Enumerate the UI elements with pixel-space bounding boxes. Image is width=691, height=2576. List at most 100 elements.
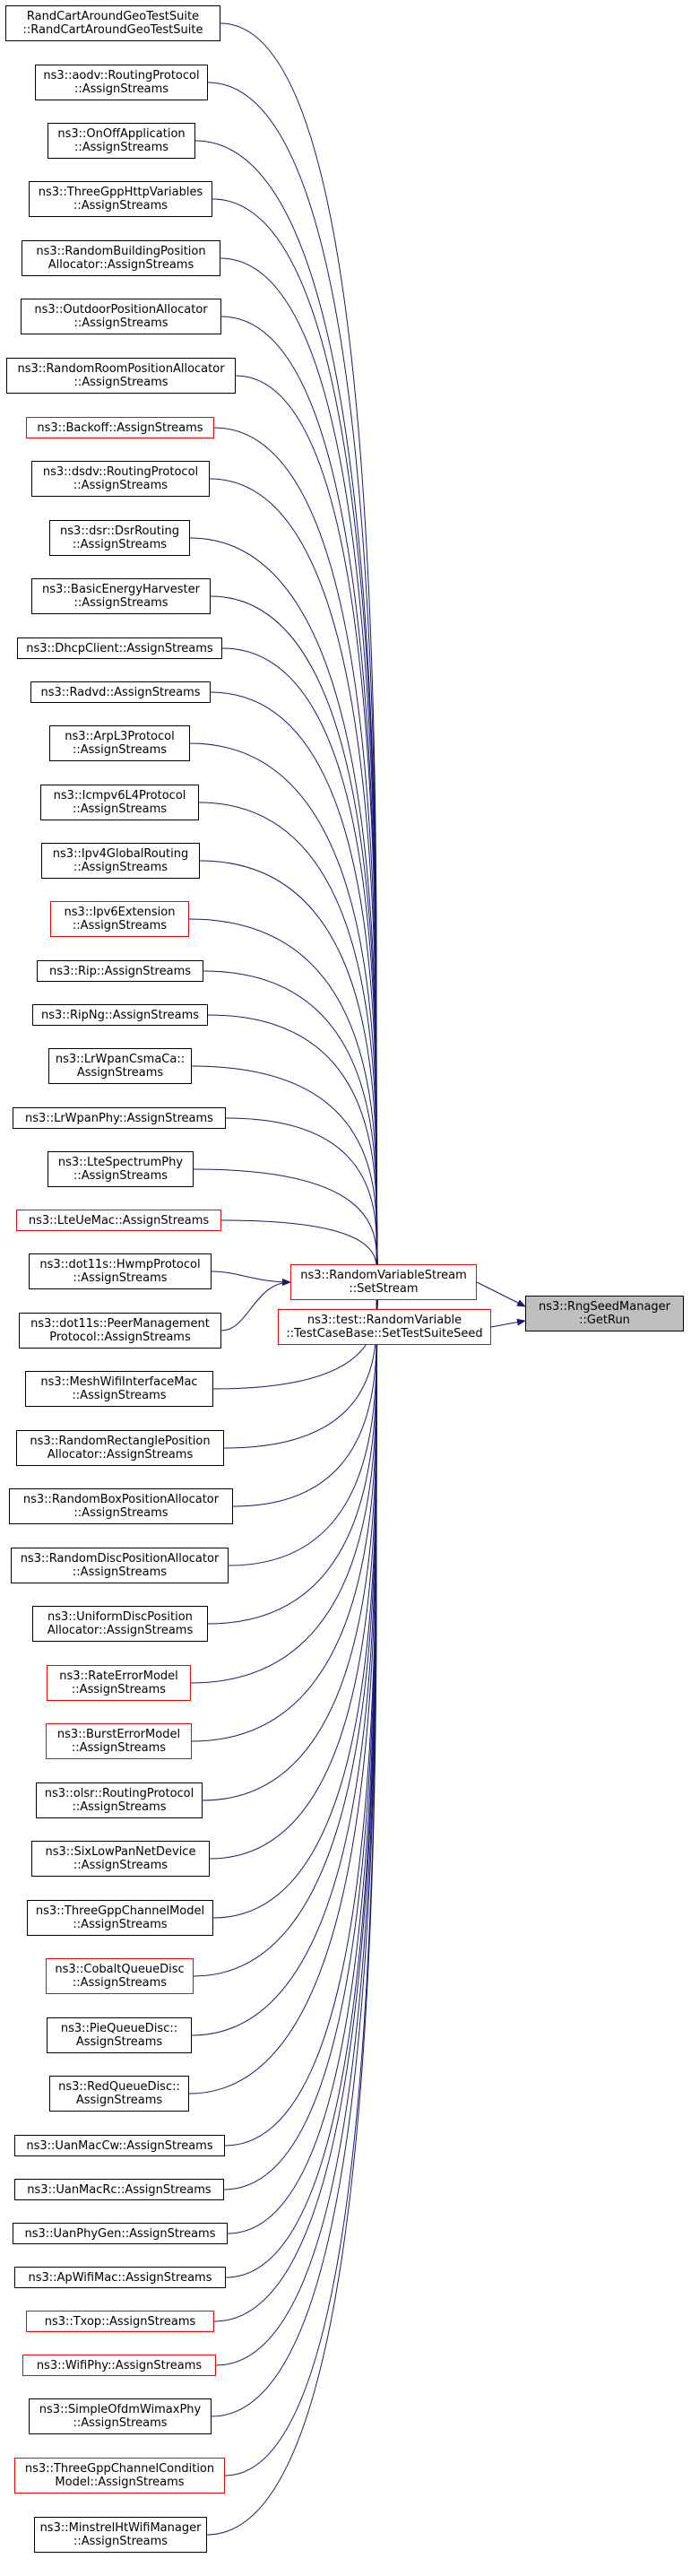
node-label: ns3::OnOffApplication ::AssignStreams: [57, 127, 186, 154]
node-label: ns3::olsr::RoutingProtocol ::AssignStrea…: [44, 1787, 194, 1814]
call-edge: [209, 1288, 379, 1860]
caller-node-radvd-assignstreams[interactable]: ns3::Radvd::AssignStreams: [30, 681, 211, 703]
caller-node-meshwifiinterfacemac-assignstreams[interactable]: ns3::MeshWifiInterfaceMac ::AssignStream…: [25, 1371, 213, 1407]
call-edge: [212, 1288, 379, 1919]
caller-node-redqueuedisc-assignstreams[interactable]: ns3::RedQueueDisc:: AssignStreams: [49, 2076, 189, 2112]
caller-node-lrwpancsmaca-assignstreams[interactable]: ns3::LrWpanCsmaCa:: AssignStreams: [48, 1048, 192, 1084]
caller-node-apwifimac-assignstreams[interactable]: ns3::ApWifiMac::AssignStreams: [14, 2267, 226, 2288]
node-label: ns3::UanMacCw::AssignStreams: [26, 2138, 213, 2153]
call-edge: [211, 1271, 291, 1286]
caller-node-rateerrormodel-assignstreams[interactable]: ns3::RateErrorModel ::AssignStreams: [47, 1665, 191, 1701]
caller-node-dsr-dsrrouting-assignstreams[interactable]: ns3::dsr::DsrRouting ::AssignStreams: [49, 520, 190, 556]
call-edge: [224, 1288, 379, 2147]
node-label: ns3::ThreeGppChannelModel ::AssignStream…: [35, 1904, 205, 1931]
node-label: ns3::LteUeMac::AssignStreams: [28, 1213, 210, 1227]
caller-node-randomroompositionallocator-assignstreams[interactable]: ns3::RandomRoomPositionAllocator ::Assig…: [6, 358, 236, 394]
node-label: ns3::ThreeGppChannelCondition Model::Ass…: [24, 2462, 215, 2489]
call-edge: [212, 198, 379, 1276]
node-label: ns3::RandomRectanglePosition Allocator::…: [30, 1435, 211, 1461]
caller-node-uniformdiscposition-allocator-assignstreams[interactable]: ns3::UniformDiscPosition Allocator::Assi…: [32, 1606, 208, 1642]
caller-node-ripng-assignstreams[interactable]: ns3::RipNg::AssignStreams: [32, 1004, 208, 1026]
node-label: ns3::test::RandomVariable ::TestCaseBase…: [286, 1314, 483, 1340]
caller-node-ipv6extension-assignstreams[interactable]: ns3::Ipv6Extension ::AssignStreams: [50, 901, 189, 937]
caller-node-lteuemac-assignstreams[interactable]: ns3::LteUeMac::AssignStreams: [16, 1210, 221, 1231]
caller-node-olsr-routingprotocol-assignstreams[interactable]: ns3::olsr::RoutingProtocol ::AssignStrea…: [36, 1782, 203, 1818]
caller-node-minstrelhtwifimanager-assignstreams[interactable]: ns3::MinstrelHtWifiManager ::AssignStrea…: [34, 2517, 207, 2553]
caller-node-randomrectangleposition-allocator-assignstreams[interactable]: ns3::RandomRectanglePosition Allocator::…: [16, 1430, 224, 1466]
caller-node-threegpphttpvariables-assignstreams[interactable]: ns3::ThreeGppHttpVariables ::AssignStrea…: [29, 181, 212, 217]
call-edge: [213, 427, 379, 1276]
random-variable-stream-setstream-node[interactable]: ns3::RandomVariableStream ::SetStream: [290, 1264, 477, 1300]
node-label: ns3::BurstErrorModel ::AssignStreams: [56, 1728, 181, 1755]
call-edge: [224, 1288, 379, 2476]
node-label: ns3::OutdoorPositionAllocator ::AssignSt…: [34, 303, 208, 330]
caller-node-uanphygen-assignstreams[interactable]: ns3::UanPhyGen::AssignStreams: [13, 2223, 228, 2244]
call-edge: [193, 1288, 379, 1977]
caller-node-dhcpclient-assignstreams[interactable]: ns3::DhcpClient::AssignStreams: [17, 637, 222, 659]
node-label: ns3::SimpleOfdmWimaxPhy ::AssignStreams: [39, 2403, 202, 2430]
caller-node-icmpv6l4protocol-assignstreams[interactable]: ns3::Icmpv6L4Protocol ::AssignStreams: [40, 785, 199, 820]
node-label: ns3::Ipv4GlobalRouting ::AssignStreams: [52, 847, 189, 874]
call-edge: [220, 22, 379, 1276]
call-edge: [225, 1117, 379, 1276]
caller-node-randcartaroundgeotestsuite-randcartaroundgeotestsuite[interactable]: RandCartAroundGeoTestSuite ::RandCartAro…: [5, 5, 220, 41]
caller-node-ipv4globalrouting-assignstreams[interactable]: ns3::Ipv4GlobalRouting ::AssignStreams: [41, 843, 200, 879]
node-label: ns3::Ipv6Extension ::AssignStreams: [64, 906, 176, 932]
caller-node-backoff-assignstreams[interactable]: ns3::Backoff::AssignStreams: [26, 417, 214, 438]
node-label: ns3::UanPhyGen::AssignStreams: [24, 2226, 216, 2241]
node-label: ns3::LteSpectrumPhy ::AssignStreams: [57, 1156, 184, 1183]
call-edge: [191, 1065, 379, 1276]
node-label: ns3::RngSeedManager ::GetRun: [538, 1300, 671, 1327]
node-label: ns3::dot11s::HwmpProtocol ::AssignStream…: [39, 1258, 201, 1285]
caller-node-lrwpanphy-assignstreams[interactable]: ns3::LrWpanPhy::AssignStreams: [13, 1107, 226, 1129]
caller-node-sixlowpannetdevice-assignstreams[interactable]: ns3::SixLowPanNetDevice ::AssignStreams: [31, 1841, 210, 1877]
caller-node-dot11s-hwmpprotocol-assignstreams[interactable]: ns3::dot11s::HwmpProtocol ::AssignStream…: [29, 1253, 212, 1289]
node-label: ns3::RandomBoxPositionAllocator ::Assign…: [22, 1493, 220, 1520]
node-label: ns3::BasicEnergyHarvester ::AssignStream…: [42, 583, 200, 610]
caller-node-randomdiscpositionallocator-assignstreams[interactable]: ns3::RandomDiscPositionAllocator ::Assig…: [11, 1548, 229, 1583]
node-label: ns3::Backoff::AssignStreams: [37, 421, 203, 435]
caller-node-txop-assignstreams[interactable]: ns3::Txop::AssignStreams: [26, 2311, 214, 2332]
call-edge: [191, 1288, 379, 2036]
caller-node-onoffapplication-assignstreams[interactable]: ns3::OnOffApplication ::AssignStreams: [48, 123, 195, 159]
caller-node-randombuildingposition-allocator-assignstreams[interactable]: ns3::RandomBuildingPosition Allocator::A…: [22, 240, 220, 276]
caller-node-cobaltqueuedisc-assignstreams[interactable]: ns3::CobaltQueueDisc ::AssignStreams: [46, 1958, 194, 1994]
caller-node-wifiphy-assignstreams[interactable]: ns3::WifiPhy::AssignStreams: [22, 2355, 216, 2376]
caller-node-ltespectrumphy-assignstreams[interactable]: ns3::LteSpectrumPhy ::AssignStreams: [48, 1151, 194, 1187]
caller-node-dsdv-routingprotocol-assignstreams[interactable]: ns3::dsdv::RoutingProtocol ::AssignStrea…: [31, 461, 210, 497]
caller-node-piequeuedisc-assignstreams[interactable]: ns3::PieQueueDisc:: AssignStreams: [47, 2017, 192, 2053]
node-label: ns3::RandomVariableStream ::SetStream: [300, 1269, 467, 1296]
call-edge: [209, 478, 379, 1276]
caller-node-rip-assignstreams[interactable]: ns3::Rip::AssignStreams: [37, 960, 203, 982]
caller-node-simpleofdmwimaxphy-assignstreams[interactable]: ns3::SimpleOfdmWimaxPhy ::AssignStreams: [29, 2398, 212, 2434]
caller-node-threegppchannelmodel-assignstreams[interactable]: ns3::ThreeGppChannelModel ::AssignStream…: [27, 1900, 213, 1936]
node-label: ns3::SixLowPanNetDevice ::AssignStreams: [45, 1845, 196, 1872]
node-label: ns3::RandomRoomPositionAllocator ::Assig…: [17, 362, 225, 389]
node-label: ns3::aodv::RoutingProtocol ::AssignStrea…: [43, 69, 200, 96]
node-label: ns3::dsr::DsrRouting ::AssignStreams: [60, 525, 179, 551]
caller-node-basicenergyharvester-assignstreams[interactable]: ns3::BasicEnergyHarvester ::AssignStream…: [31, 578, 211, 614]
caller-node-uanmacrc-assignstreams[interactable]: ns3::UanMacRc::AssignStreams: [14, 2179, 224, 2200]
node-label: ns3::LrWpanPhy::AssignStreams: [25, 1111, 213, 1125]
caller-node-aodv-routingprotocol-assignstreams[interactable]: ns3::aodv::RoutingProtocol ::AssignStrea…: [35, 65, 208, 100]
caller-node-randomboxpositionallocator-assignstreams[interactable]: ns3::RandomBoxPositionAllocator ::Assign…: [9, 1488, 233, 1524]
node-label: ns3::MinstrelHtWifiManager ::AssignStrea…: [39, 2521, 202, 2548]
node-label: ns3::dsdv::RoutingProtocol ::AssignStrea…: [42, 465, 199, 492]
call-edge: [194, 140, 379, 1276]
node-label: ns3::Txop::AssignStreams: [44, 2314, 196, 2329]
set-test-suite-seed-node[interactable]: ns3::test::RandomVariable ::TestCaseBase…: [278, 1309, 491, 1345]
call-edge: [223, 1288, 379, 2190]
caller-node-uanmaccw-assignstreams[interactable]: ns3::UanMacCw::AssignStreams: [14, 2135, 225, 2156]
node-label: ns3::RipNg::AssignStreams: [40, 1008, 200, 1022]
node-label: ns3::ApWifiMac::AssignStreams: [28, 2270, 212, 2285]
call-edge: [207, 1014, 379, 1276]
caller-node-bursterrormodel-assignstreams[interactable]: ns3::BurstErrorModel ::AssignStreams: [46, 1723, 192, 1759]
caller-node-threegppchannelcondition-model-assignstreams[interactable]: ns3::ThreeGppChannelCondition Model::Ass…: [14, 2458, 225, 2494]
caller-node-dot11s-peermanagement-protocol-assignstreams[interactable]: ns3::dot11s::PeerManagement Protocol::As…: [19, 1313, 221, 1349]
call-edge: [220, 316, 379, 1276]
caller-node-arpl3protocol-assignstreams[interactable]: ns3::ArpL3Protocol ::AssignStreams: [49, 725, 190, 761]
node-label: ns3::LrWpanCsmaCa:: AssignStreams: [55, 1053, 186, 1080]
node-label: ns3::MeshWifiInterfaceMac ::AssignStream…: [40, 1375, 198, 1402]
caller-node-outdoorpositionallocator-assignstreams[interactable]: ns3::OutdoorPositionAllocator ::AssignSt…: [21, 299, 221, 334]
